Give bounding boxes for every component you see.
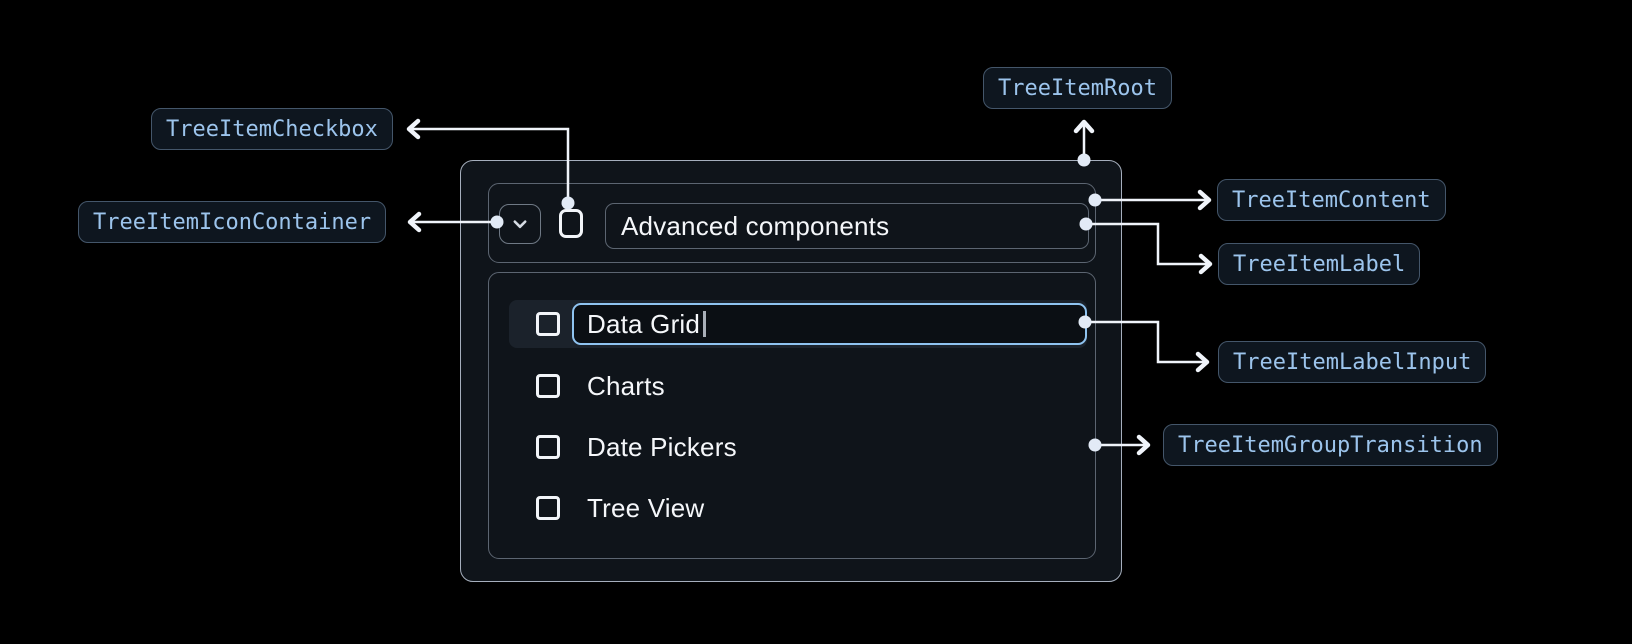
- tree-item-group-transition-box: Data Grid Charts Date Pickers Tree View: [488, 272, 1096, 559]
- tree-item-label-input[interactable]: Data Grid: [572, 303, 1087, 345]
- tree-row-date-pickers[interactable]: Date Pickers: [489, 423, 1095, 471]
- chevron-down-icon: [513, 220, 527, 229]
- tree-item-label: Date Pickers: [587, 431, 737, 462]
- text-caret: [703, 311, 706, 337]
- tree-item-checkbox[interactable]: [559, 209, 583, 238]
- annotation-tree-item-label: TreeItemLabel: [1218, 243, 1421, 285]
- annotation-tree-item-group-transition: TreeItemGroupTransition: [1163, 424, 1498, 466]
- tree-item-label: Charts: [587, 370, 665, 401]
- tree-item-label-box: Advanced components: [605, 203, 1089, 249]
- checkbox-unchecked-icon[interactable]: [536, 435, 560, 459]
- tree-item-label: Advanced components: [621, 210, 890, 241]
- tree-row-editing[interactable]: Data Grid: [509, 300, 1087, 348]
- tree-item-label: Tree View: [587, 492, 705, 523]
- checkbox-unchecked-icon[interactable]: [536, 312, 560, 336]
- annotation-tree-item-content: TreeItemContent: [1217, 179, 1446, 221]
- tree-row-charts[interactable]: Charts: [489, 362, 1095, 410]
- tree-item-content-box[interactable]: Advanced components: [488, 183, 1096, 263]
- tree-row-tree-view[interactable]: Tree View: [489, 484, 1095, 532]
- tree-item-root-box: Advanced components Data Grid Charts Dat…: [460, 160, 1122, 582]
- annotation-tree-item-icon-container: TreeItemIconContainer: [78, 201, 387, 243]
- annotation-tree-item-checkbox: TreeItemCheckbox: [151, 108, 393, 150]
- annotation-tree-item-label-input: TreeItemLabelInput: [1218, 341, 1487, 383]
- annotation-tree-item-root: TreeItemRoot: [983, 67, 1172, 109]
- tree-item-icon-container[interactable]: [499, 204, 541, 244]
- checkbox-unchecked-icon[interactable]: [536, 496, 560, 520]
- label-input-value: Data Grid: [587, 308, 701, 339]
- checkbox-unchecked-icon[interactable]: [536, 374, 560, 398]
